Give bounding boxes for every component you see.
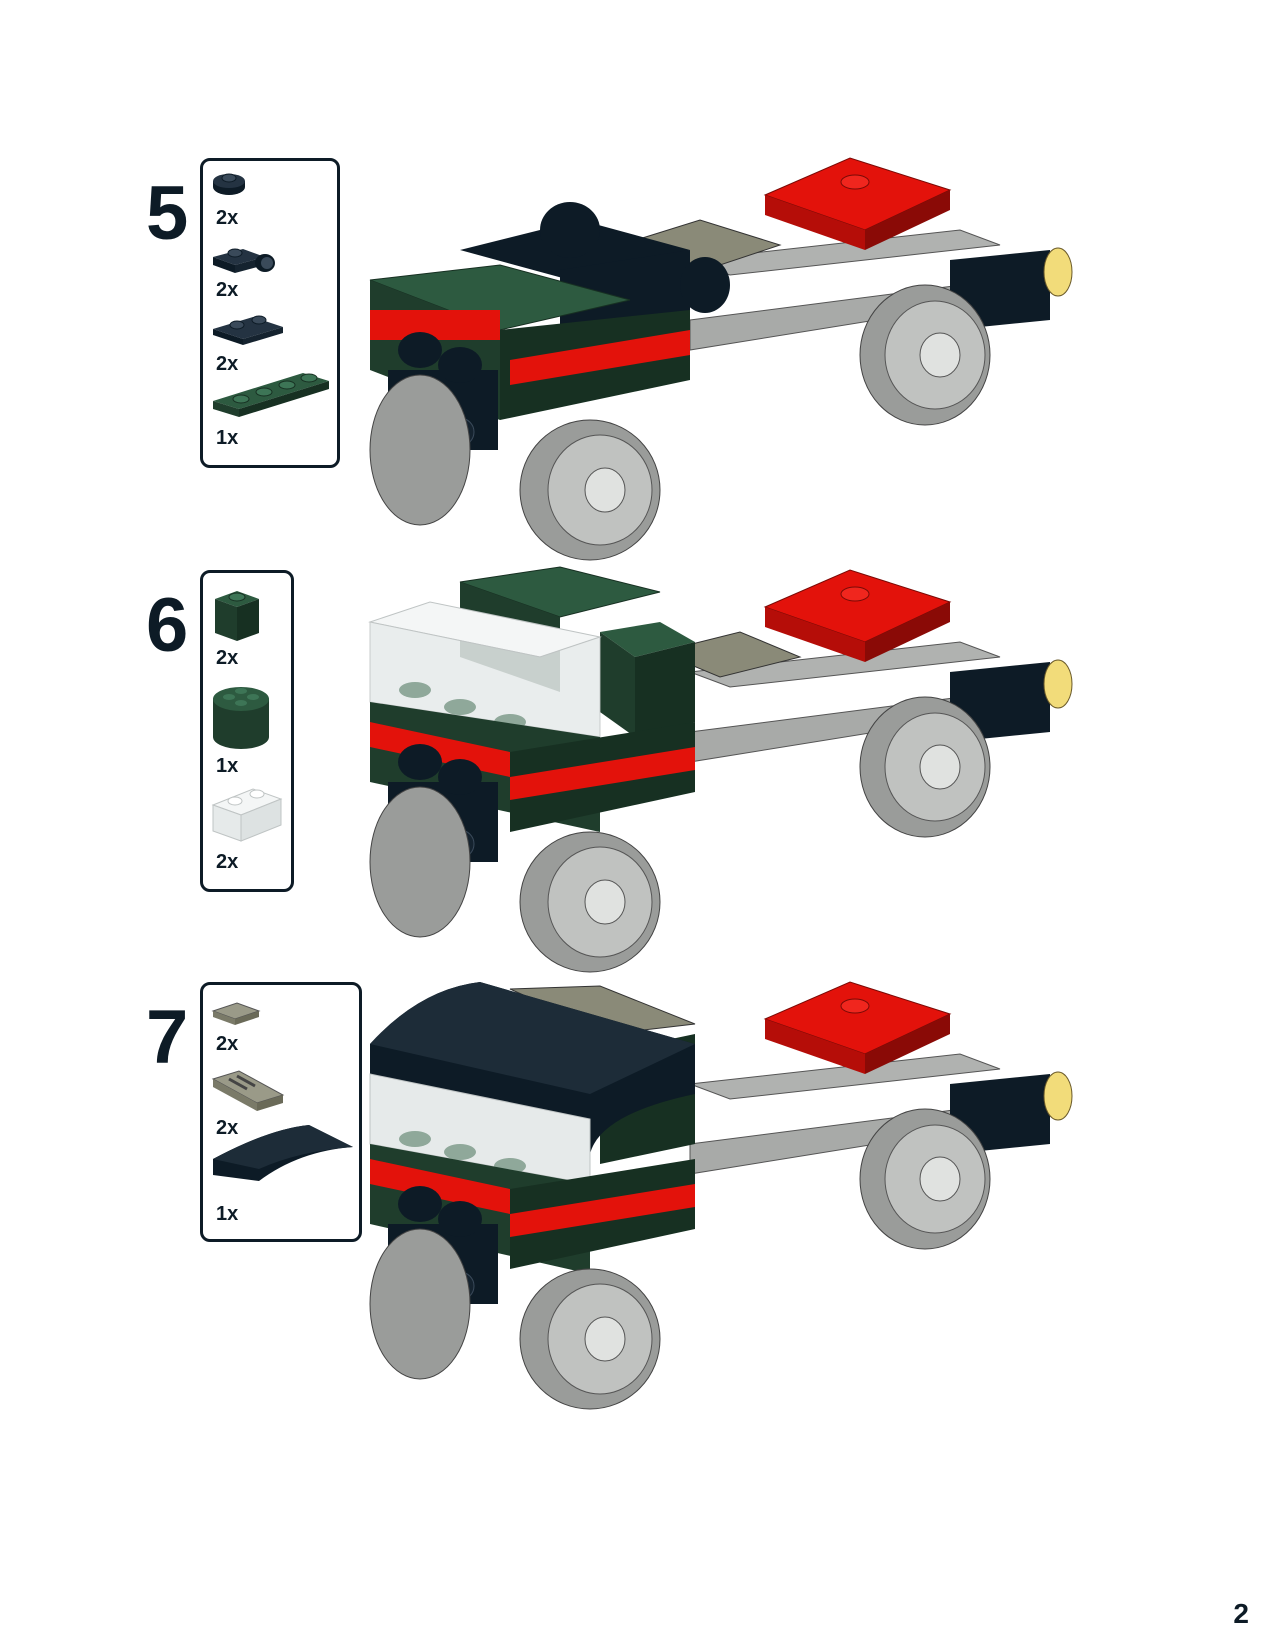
dark-blue-plate-1x2-icon: [213, 315, 283, 345]
dark-blue-curved-slope-icon: [213, 1125, 353, 1181]
dark-tan-grille-slope-icon: [211, 1070, 285, 1111]
step-7-parts-list: 2x 2x 1x: [200, 982, 362, 1242]
step-5-parts-list: 2x 2x 2x 1x: [200, 158, 340, 468]
step-6-part-2-qty: 1x: [216, 755, 239, 777]
step-7-number: 7: [146, 995, 189, 1080]
dark-green-plate-1x4-icon: [213, 373, 329, 417]
step-5-part-4-qty: 1x: [216, 427, 239, 449]
step-6-number: 6: [146, 583, 189, 668]
step-7-model-illustration: [369, 981, 1073, 1410]
dark-green-brick-1x1-icon: [215, 591, 259, 641]
step-5-number: 5: [146, 171, 189, 256]
step-6-part-3-qty: 2x: [216, 851, 239, 873]
dark-blue-plate-with-clip-icon: [213, 248, 275, 273]
step-5-model-illustration: [369, 157, 1073, 561]
step-6-part-1-qty: 2x: [216, 647, 239, 669]
step-7-part-1-qty: 2x: [216, 1033, 239, 1055]
page-number: 2: [1233, 1598, 1249, 1629]
dark-blue-round-plate-icon: [213, 173, 245, 195]
step-7-part-2-qty: 2x: [216, 1117, 239, 1139]
trans-clear-brick-1x2-icon: [211, 788, 283, 842]
step-6-model-illustration: [368, 566, 1073, 973]
step-5-part-2-qty: 2x: [216, 279, 239, 301]
step-5-part-3-qty: 2x: [216, 353, 239, 375]
step-5-part-1-qty: 2x: [216, 207, 239, 229]
step-7-part-3-qty: 1x: [216, 1203, 239, 1225]
dark-green-round-brick-2x2-icon: [213, 687, 269, 749]
step-6-parts-list: 2x 1x 2x: [200, 570, 294, 892]
dark-tan-tile-1x1-icon: [211, 1002, 261, 1025]
